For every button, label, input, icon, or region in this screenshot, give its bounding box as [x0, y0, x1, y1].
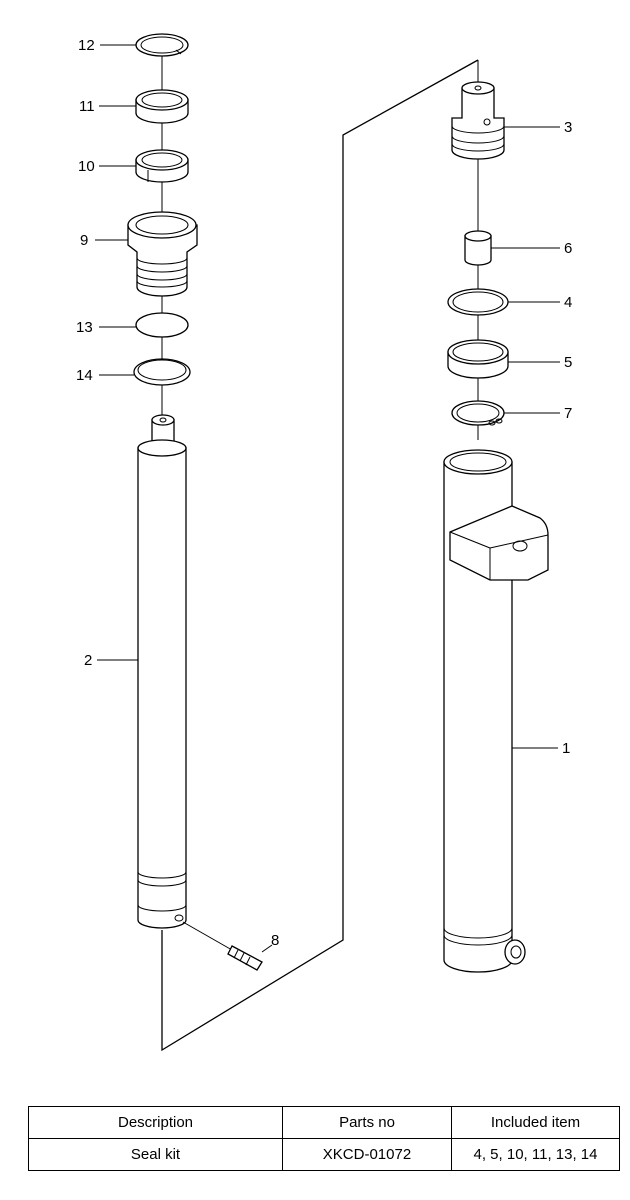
callout-14: 14 [76, 367, 93, 384]
callout-7: 7 [564, 405, 572, 422]
part-9-gland [127, 211, 198, 297]
part-8-pin [182, 921, 263, 971]
header-included-item: Included item [451, 1106, 620, 1139]
callout-10: 10 [78, 158, 95, 175]
part-10-split-ring [135, 149, 189, 183]
part-12-retaining-ring [135, 33, 189, 57]
callout-3: 3 [564, 119, 572, 136]
part-5-wear-ring [447, 339, 509, 379]
seal-kit-table: Description Parts no Included item Seal … [28, 1106, 620, 1171]
cell-parts-no: XKCD-01072 [282, 1138, 452, 1171]
callout-5: 5 [564, 354, 572, 371]
part-4-ring [447, 288, 509, 316]
callout-4: 4 [564, 294, 572, 311]
table-row: Seal kit XKCD-01072 4, 5, 10, 11, 13, 14 [28, 1138, 620, 1171]
callout-13: 13 [76, 319, 93, 336]
callout-9: 9 [80, 232, 88, 249]
header-description: Description [28, 1106, 283, 1139]
cell-description: Seal kit [28, 1138, 283, 1171]
part-13-o-ring [135, 312, 189, 338]
part-7-snap-ring [451, 400, 505, 426]
table-header-row: Description Parts no Included item [28, 1106, 620, 1139]
cell-included-item: 4, 5, 10, 11, 13, 14 [451, 1138, 620, 1171]
part-14-backup-ring [133, 358, 191, 386]
callout-6: 6 [564, 240, 572, 257]
exploded-parts-diagram: 12 11 10 9 13 14 2 8 3 6 4 5 7 1 [76, 33, 572, 1052]
assembly-connection-line [161, 59, 479, 1052]
callout-2: 2 [84, 652, 92, 669]
part-2-piston-rod [137, 414, 187, 929]
header-parts-no: Parts no [282, 1106, 452, 1139]
leader-8 [261, 944, 273, 953]
part-3-piston [451, 81, 505, 160]
callout-1: 1 [562, 740, 570, 757]
callout-8: 8 [271, 932, 279, 949]
part-6-plug [464, 230, 492, 266]
callout-12: 12 [78, 37, 95, 54]
part-1-cylinder-tube [443, 449, 549, 973]
callout-11: 11 [79, 98, 95, 115]
part-11-ring [135, 89, 189, 124]
